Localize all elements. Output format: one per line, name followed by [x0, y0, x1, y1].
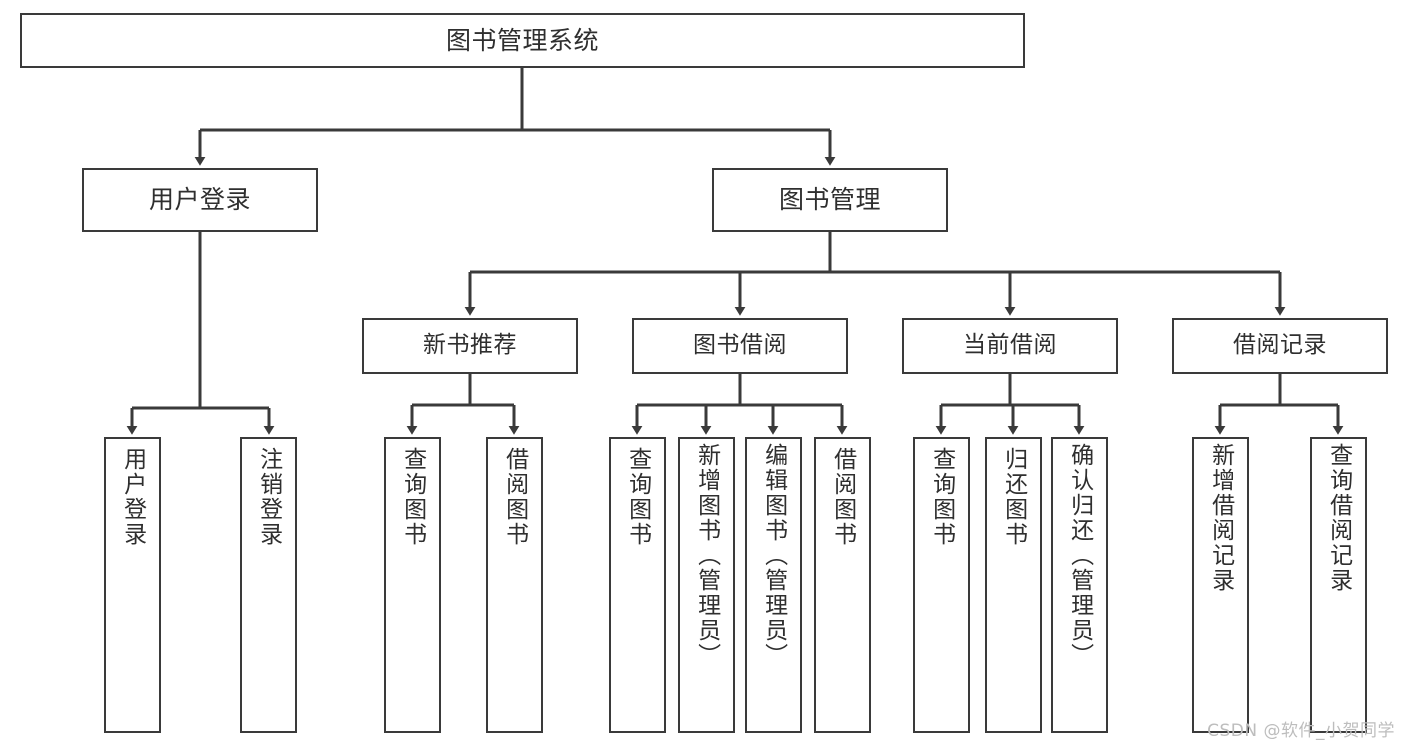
node-book-manage[interactable]: 图书管理	[712, 168, 948, 232]
node-leaf-user-login-label: 用户登录	[119, 447, 146, 547]
node-leaf-borrow-book-2-label: 借阅图书	[829, 447, 856, 547]
node-leaf-user-logout-label: 注销登录	[255, 447, 282, 547]
node-book-manage-label: 图书管理	[778, 185, 881, 215]
node-leaf-add-record-label: 新增借阅记录	[1207, 443, 1234, 593]
node-leaf-user-login[interactable]: 用户登录	[104, 437, 161, 733]
node-user-login-label: 用户登录	[148, 185, 251, 215]
node-leaf-edit-book-label: 编辑图书（管理员）	[760, 443, 787, 668]
node-leaf-query-record[interactable]: 查询借阅记录	[1310, 437, 1367, 733]
node-book-borrow-label: 图书借阅	[693, 332, 787, 359]
node-leaf-query-book-1-label: 查询图书	[399, 447, 426, 547]
node-leaf-confirm-return[interactable]: 确认归还（管理员）	[1051, 437, 1108, 733]
node-user-login[interactable]: 用户登录	[82, 168, 318, 232]
node-borrow-record[interactable]: 借阅记录	[1172, 318, 1388, 374]
node-leaf-return-book-label: 归还图书	[1000, 447, 1027, 547]
node-leaf-query-book-1[interactable]: 查询图书	[384, 437, 441, 733]
node-leaf-query-record-label: 查询借阅记录	[1325, 443, 1352, 593]
node-current-borrow[interactable]: 当前借阅	[902, 318, 1118, 374]
node-leaf-edit-book[interactable]: 编辑图书（管理员）	[745, 437, 802, 733]
node-leaf-borrow-book-1[interactable]: 借阅图书	[486, 437, 543, 733]
node-leaf-query-book-2-label: 查询图书	[624, 447, 651, 547]
node-book-borrow[interactable]: 图书借阅	[632, 318, 848, 374]
node-leaf-confirm-return-label: 确认归还（管理员）	[1066, 443, 1093, 668]
node-leaf-add-record[interactable]: 新增借阅记录	[1192, 437, 1249, 733]
node-leaf-query-book-3[interactable]: 查询图书	[913, 437, 970, 733]
node-leaf-query-book-3-label: 查询图书	[928, 447, 955, 547]
node-leaf-add-book-label: 新增图书（管理员）	[693, 443, 720, 668]
node-root-label: 图书管理系统	[445, 25, 599, 55]
node-borrow-record-label: 借阅记录	[1233, 332, 1327, 359]
node-current-borrow-label: 当前借阅	[963, 332, 1057, 359]
node-leaf-borrow-book-2[interactable]: 借阅图书	[814, 437, 871, 733]
watermark: CSDN @软件_小贺同学	[1207, 721, 1395, 741]
node-new-book-rec[interactable]: 新书推荐	[362, 318, 578, 374]
node-leaf-user-logout[interactable]: 注销登录	[240, 437, 297, 733]
node-new-book-rec-label: 新书推荐	[423, 332, 517, 359]
node-root[interactable]: 图书管理系统	[20, 13, 1025, 68]
node-leaf-query-book-2[interactable]: 查询图书	[609, 437, 666, 733]
node-leaf-add-book[interactable]: 新增图书（管理员）	[678, 437, 735, 733]
node-leaf-borrow-book-1-label: 借阅图书	[501, 447, 528, 547]
node-leaf-return-book[interactable]: 归还图书	[985, 437, 1042, 733]
